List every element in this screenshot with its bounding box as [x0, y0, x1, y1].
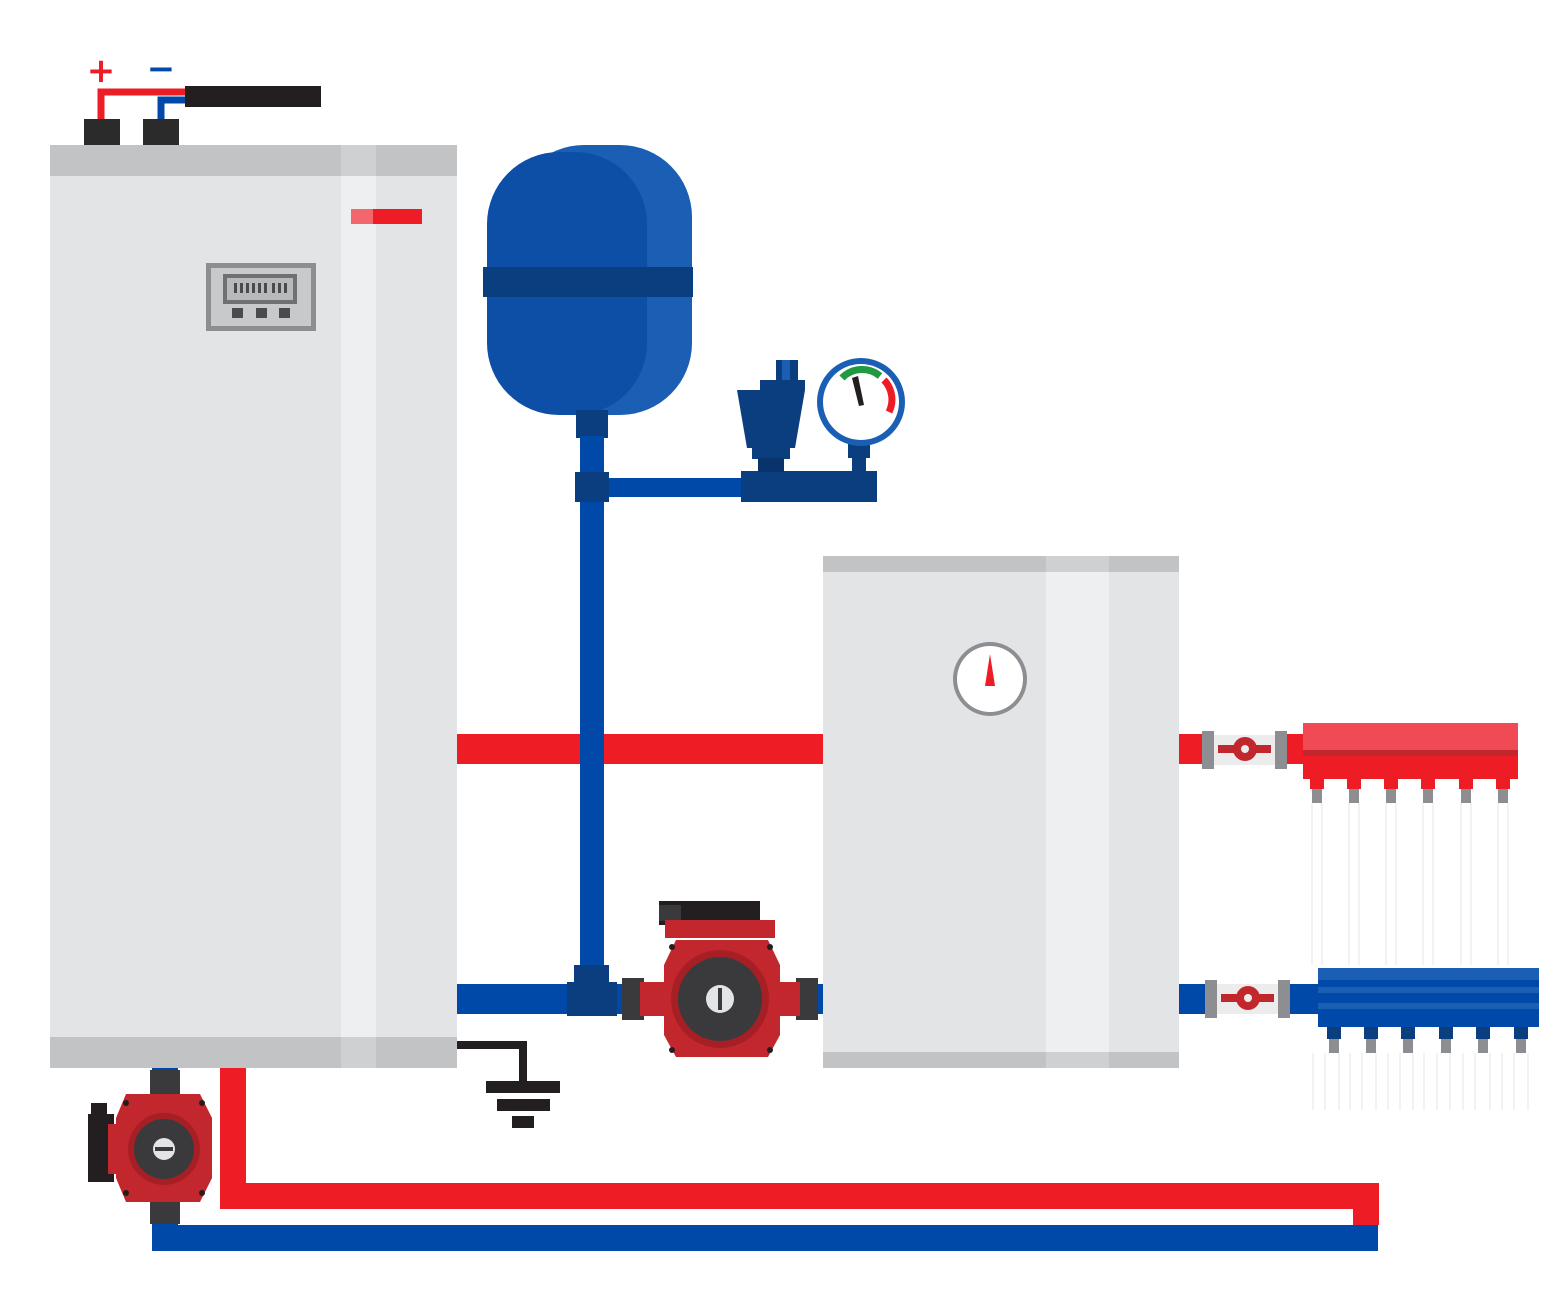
negative-wire	[157, 96, 185, 122]
bottom-return-pipe	[152, 1225, 1378, 1251]
vessel-connector	[576, 410, 608, 438]
tank-bottom-cap	[823, 1052, 1179, 1068]
terminal-block-right	[143, 119, 179, 147]
thermometer	[953, 642, 1027, 716]
panel-button-1	[232, 308, 243, 318]
vessel-band	[483, 267, 693, 297]
gauge-red-zone	[881, 377, 896, 414]
expansion-vessel	[483, 145, 693, 438]
minus-terminal-label: −	[147, 49, 176, 89]
cold-ball-valve	[1205, 980, 1290, 1018]
boiler-bottom-cap	[50, 1037, 457, 1068]
air-vent	[737, 360, 805, 472]
panel-button-3	[279, 308, 290, 318]
plus-terminal-label: +	[87, 51, 116, 91]
thermometer-needle	[985, 654, 995, 686]
electric-boiler	[50, 145, 457, 1068]
pressure-gauge	[817, 358, 905, 472]
tee-fitting-lower	[567, 982, 617, 1016]
circulation-pump	[622, 901, 818, 1057]
cold-manifold-loops	[1312, 1053, 1529, 1110]
boiler-highlight	[341, 145, 376, 1068]
cold-manifold-outlets	[1327, 1027, 1528, 1053]
terminal-block-left	[84, 119, 120, 147]
boiler-pump	[88, 1070, 212, 1224]
display-digits	[234, 283, 287, 293]
indirect-water-heater	[823, 556, 1179, 1068]
hot-manifold-outlets	[1310, 779, 1510, 803]
air-vent-body	[737, 390, 805, 448]
power-cable	[185, 86, 321, 107]
hot-supply-pipe	[457, 734, 823, 764]
panel-button-2	[256, 308, 267, 318]
control-panel	[206, 263, 316, 331]
tank-top-cap	[823, 556, 1179, 572]
hot-ball-valve	[1202, 731, 1287, 769]
cold-manifold	[1312, 968, 1539, 1110]
tank-highlight	[1046, 556, 1109, 1068]
hot-manifold	[1303, 723, 1518, 965]
gauge-green-zone	[839, 366, 883, 381]
hot-manifold-loops	[1311, 803, 1509, 965]
expansion-line-pipe	[580, 436, 604, 1006]
tank-body	[823, 556, 1179, 1068]
tee-fitting-upper	[575, 472, 609, 502]
safety-branch-pipe	[609, 478, 744, 497]
power-terminals: + −	[84, 49, 321, 147]
bottom-supply-pipe	[220, 1068, 1379, 1225]
boiler-top-cap	[50, 145, 457, 176]
gauge-needle	[852, 376, 864, 406]
positive-wire	[97, 88, 185, 122]
safety-manifold	[741, 471, 877, 502]
ground-symbol	[457, 1041, 560, 1128]
cold-manifold-feed-pipe	[1179, 984, 1209, 1014]
